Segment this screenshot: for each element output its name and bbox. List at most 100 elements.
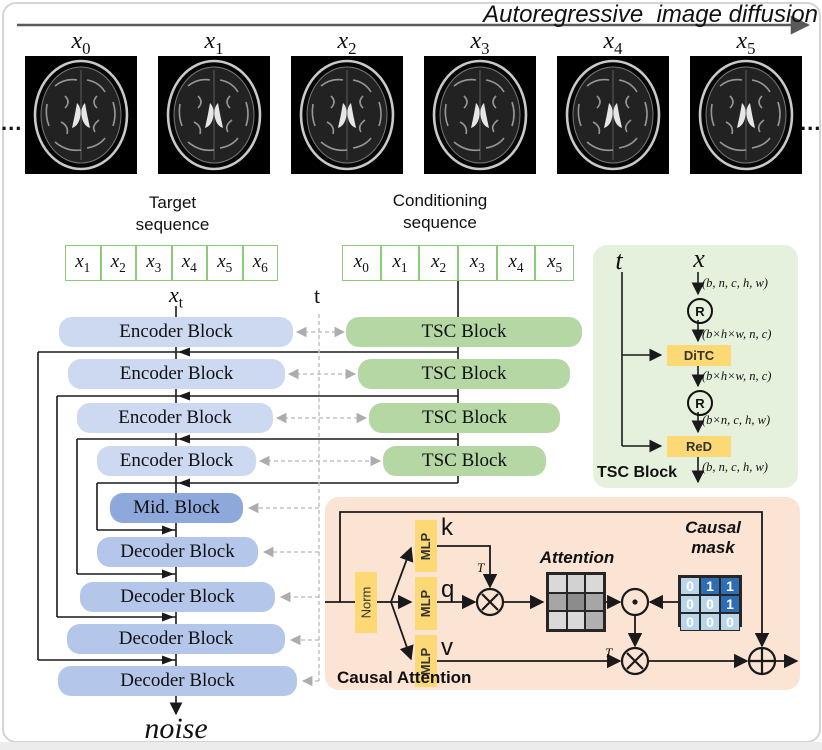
xt-label: xt	[168, 282, 184, 312]
sequence-cell: x5	[535, 245, 574, 281]
frame-label-x0: x0	[71, 28, 91, 58]
attention-matrix	[546, 572, 606, 632]
ellipsis-left: ...	[1, 110, 23, 135]
shape-label-1: (b, n, c, h, w)	[702, 276, 768, 290]
causal-attention-connections	[325, 511, 799, 669]
causal-mask-cell: 1	[720, 577, 740, 595]
sequence-cell: x2	[100, 245, 136, 281]
transpose-label-v: T	[605, 645, 613, 660]
tsc-panel-t-label: t	[615, 246, 623, 275]
sequence-cell: x2	[419, 245, 458, 281]
brain-mri-image	[25, 56, 137, 179]
sequence-cell: x0	[342, 245, 381, 281]
tsc-block-3: TSC Block	[369, 403, 560, 433]
attention-cell	[548, 611, 567, 630]
shape-label-2: (b×h×w, n, c)	[702, 327, 772, 341]
tsc-detail-connections	[621, 272, 705, 484]
sequence-cell: x3	[136, 245, 172, 281]
bottom-strip	[0, 742, 822, 750]
mlp-k-module: MLP	[415, 520, 437, 572]
attention-cell	[566, 592, 586, 612]
shape-label-3: (b×h×w, n, c)	[702, 369, 772, 383]
causal-mask-cell: 0	[720, 613, 740, 631]
frame-label-x1: x1	[204, 28, 224, 58]
frame-label-x4: x4	[603, 28, 623, 58]
mlp-v-module: MLP	[415, 635, 437, 687]
causal-mask-cell: 0	[700, 613, 720, 631]
brain-mri-image	[291, 56, 403, 179]
matmul-operator-2	[620, 646, 650, 676]
sequence-cell: x4	[496, 245, 536, 281]
sequence-cell: x1	[380, 245, 420, 281]
brain-mri-image	[557, 56, 669, 179]
attention-cell	[585, 592, 604, 612]
decoder-block-1: Decoder Block	[97, 537, 258, 567]
frame-label-x3: x3	[470, 28, 490, 58]
brain-mri-image	[424, 56, 536, 179]
conditioning-sequence-header: Conditioning sequence	[392, 191, 488, 232]
causal-mask-cell: 1	[700, 577, 720, 595]
sequence-cell: x5	[207, 245, 243, 281]
causal-mask-cell: 0	[680, 613, 700, 631]
brain-mri-image	[690, 56, 802, 179]
sequence-cell: x1	[65, 245, 101, 281]
k-label: k	[441, 514, 453, 541]
mid-block: Mid. Block	[110, 493, 243, 523]
figure-title: Autoregressive image diffusion	[483, 1, 818, 28]
ellipsis-right: ...	[800, 110, 822, 135]
junction-arrowheads	[162, 347, 190, 665]
reshape-op-2: R	[687, 390, 713, 416]
frame-label-x2: x2	[337, 28, 357, 58]
sequence-cell: x4	[171, 245, 207, 281]
attention-cell	[585, 611, 604, 630]
brain-mri-image	[158, 56, 270, 179]
timestep-label: t	[313, 283, 321, 308]
conditioning-sequence: x0 x1 x2 x3 x4 x5	[342, 245, 574, 281]
tsc-block-1: TSC Block	[346, 317, 582, 347]
mlp-q-module: MLP	[415, 577, 437, 630]
causal-panel-title: Causal Attention	[337, 668, 472, 687]
target-sequence-header: Target sequence	[135, 193, 210, 234]
matmul-operator-1	[475, 587, 505, 617]
shape-label-5: (b, n, c, h, w)	[702, 460, 768, 474]
timestep-dashed-lines	[247, 314, 382, 687]
tsc-block-4: TSC Block	[383, 446, 546, 476]
ditc-module: DiTC	[667, 345, 731, 366]
causal-mask-cell: 0	[680, 595, 700, 613]
q-label: q	[441, 576, 455, 603]
causal-mask-cell: 0	[700, 595, 720, 613]
reshape-op-1: R	[687, 298, 713, 324]
shape-label-4: (b×n, c, h, w)	[702, 413, 771, 427]
tsc-panel-x-label: x	[693, 244, 705, 273]
causal-mask-cell: 0	[680, 577, 700, 595]
transpose-label-k: T	[477, 560, 485, 575]
causal-mask-cell: 1	[720, 595, 740, 613]
attention-cell	[585, 574, 604, 593]
encoder-block-4: Encoder Block	[97, 446, 256, 476]
sequence-cell: x3	[458, 245, 497, 281]
encoder-block-1: Encoder Block	[59, 317, 293, 347]
decoder-block-2: Decoder Block	[80, 582, 275, 612]
attention-matrix-label: Attention	[539, 548, 615, 567]
norm-module: Norm	[355, 572, 377, 633]
noise-output-label: noise	[144, 712, 208, 745]
tsc-block-2: TSC Block	[358, 359, 570, 389]
decoder-block-3: Decoder Block	[67, 624, 285, 654]
tsc-panel-title: TSC Block	[597, 464, 678, 481]
sequence-cell: x6	[242, 245, 278, 281]
v-label: v	[441, 634, 453, 661]
attention-cell	[566, 574, 586, 593]
attention-cell	[566, 611, 586, 630]
red-module: ReD	[667, 436, 731, 457]
frame-label-x5: x5	[736, 28, 756, 58]
decoder-block-4: Decoder Block	[58, 666, 297, 696]
hadamard-operator	[620, 587, 650, 617]
causal-mask-label: Causal mask	[685, 518, 741, 557]
attention-cell	[548, 574, 567, 593]
encoder-block-3: Encoder Block	[77, 403, 273, 433]
add-operator	[747, 646, 777, 676]
encoder-block-2: Encoder Block	[68, 359, 285, 389]
attention-cell	[548, 592, 567, 612]
